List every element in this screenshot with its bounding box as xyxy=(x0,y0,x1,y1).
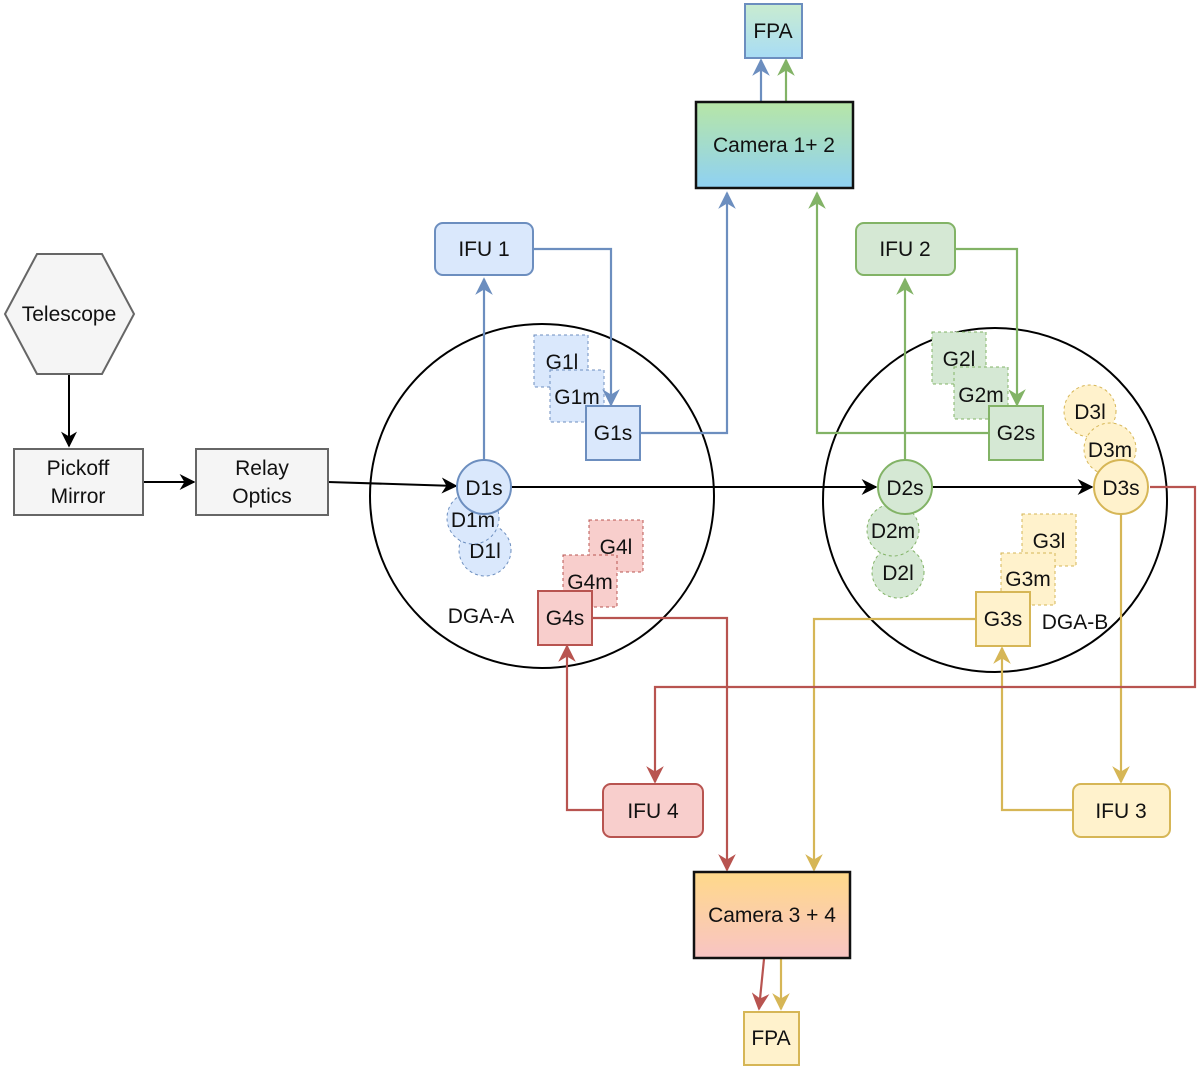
pickoff-mirror-node: Pickoff Mirror xyxy=(13,448,144,516)
d3s-label: D3s xyxy=(1102,477,1139,500)
g2s-grating: G2s xyxy=(988,405,1044,461)
ifu4-node: IFU 4 xyxy=(602,783,704,838)
fpa-bottom-label: FPA xyxy=(751,1027,790,1050)
g4l-label: G4l xyxy=(600,536,633,559)
g2s-to-camera12-arrow xyxy=(808,191,989,435)
g3s-label: G3s xyxy=(984,608,1023,631)
d3s-dichroic: D3s xyxy=(1093,459,1149,515)
ifu3-node: IFU 3 xyxy=(1072,783,1171,838)
d1s-dichroic: D1s xyxy=(456,459,512,515)
path-3-yellow xyxy=(772,514,1130,1011)
path-4-red xyxy=(558,485,1197,1011)
grating-2-stack: G2l G2m xyxy=(931,331,1009,420)
ifu2-to-g2s-arrow xyxy=(955,247,1026,407)
g4s-to-camera34-arrow xyxy=(592,616,736,872)
ifu3-to-g3s-arrow xyxy=(993,646,1073,812)
ifu1-label: IFU 1 xyxy=(458,238,509,261)
d2s-label: D2s xyxy=(886,477,923,500)
camera-34-node: Camera 3 + 4 xyxy=(692,870,852,960)
path-2-green xyxy=(777,58,1026,462)
d3m-label: D3m xyxy=(1088,439,1132,462)
d2m-label: D2m xyxy=(871,520,915,543)
g2s-label: G2s xyxy=(997,422,1036,445)
g1s-grating: G1s xyxy=(585,405,641,461)
camera-12-label: Camera 1+ 2 xyxy=(713,134,835,157)
fpa-top-node: FPA xyxy=(744,3,803,59)
ifu2-label: IFU 2 xyxy=(879,238,930,261)
g1s-label: G1s xyxy=(594,422,633,445)
telescope-label: Telescope xyxy=(22,303,117,326)
ifu1-to-g1s-arrow xyxy=(533,247,620,407)
grating-4-stack: G4l G4m xyxy=(562,519,644,608)
dga-b-label: DGA-B xyxy=(1042,611,1109,634)
d3l-label: D3l xyxy=(1074,401,1106,424)
relay-to-d1s-arrow xyxy=(327,477,458,494)
dga-b-circle xyxy=(822,327,1168,673)
pickoff-label-line1: Pickoff xyxy=(47,457,110,480)
pickoff-label-line2: Mirror xyxy=(51,485,106,508)
g3s-to-camera34-arrow xyxy=(805,617,976,872)
camera-12-node: Camera 1+ 2 xyxy=(694,100,855,190)
g2l-label: G2l xyxy=(943,348,976,371)
d2l-label: D2l xyxy=(882,562,914,585)
g1s-to-camera12-arrow xyxy=(639,191,736,435)
d2s-dichroic: D2s xyxy=(877,459,933,515)
g2m-label: G2m xyxy=(958,384,1004,407)
d1l-label: D1l xyxy=(469,540,501,563)
dga-a-circle xyxy=(369,323,715,669)
dga-a-label: DGA-A xyxy=(448,605,515,628)
d1s-label: D1s xyxy=(465,477,502,500)
camera-34-label: Camera 3 + 4 xyxy=(708,904,836,927)
main-beam xyxy=(61,375,1094,495)
relay-optics-node: Relay Optics xyxy=(195,448,329,516)
ifu3-label: IFU 3 xyxy=(1095,800,1146,823)
g1l-label: G1l xyxy=(546,351,579,374)
telescope-node: Telescope xyxy=(3,253,136,375)
g3m-label: G3m xyxy=(1005,568,1051,591)
ifu4-label: IFU 4 xyxy=(627,800,679,823)
camera34-to-fpa-red-arrow xyxy=(751,958,770,1011)
g4m-label: G4m xyxy=(567,571,613,594)
d3s-to-ifu4-arrow xyxy=(646,485,1197,784)
g3l-label: G3l xyxy=(1033,530,1066,553)
grating-1-stack: G1l G1m xyxy=(533,334,605,423)
relay-label-line1: Relay xyxy=(235,457,289,480)
path-1-blue xyxy=(475,58,770,461)
ifu4-to-g4s-arrow xyxy=(558,644,603,812)
g4s-label: G4s xyxy=(546,607,585,630)
g4s-grating: G4s xyxy=(537,590,593,646)
fpa-top-label: FPA xyxy=(753,20,792,43)
relay-label-line2: Optics xyxy=(232,485,292,508)
dichroic-2-stack: D2l D2m xyxy=(866,503,925,599)
ifu2-node: IFU 2 xyxy=(855,222,956,276)
g3s-grating: G3s xyxy=(975,591,1031,647)
fpa-bottom-node: FPA xyxy=(743,1011,800,1066)
ifu1-node: IFU 1 xyxy=(434,222,534,276)
g1m-label: G1m xyxy=(554,386,600,409)
